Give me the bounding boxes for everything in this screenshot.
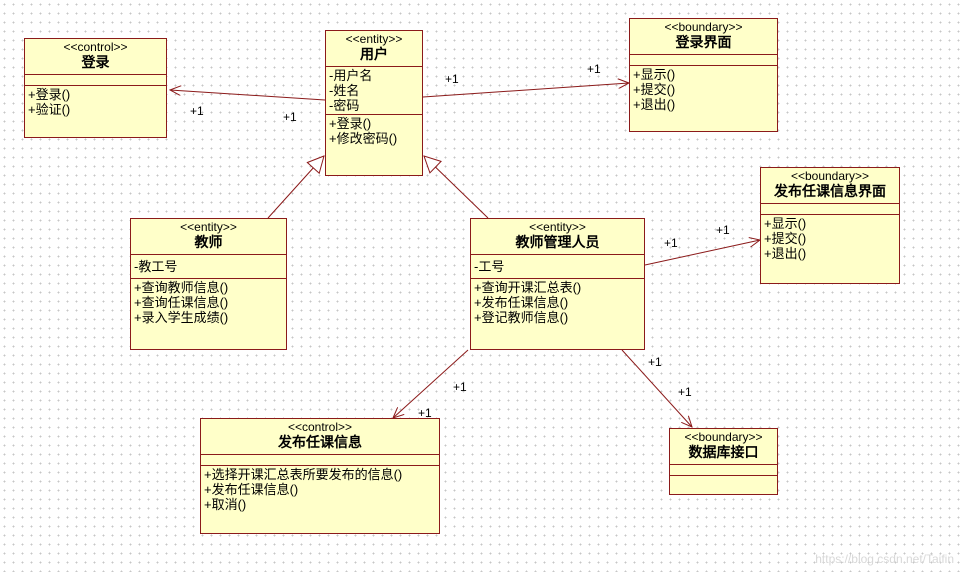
attribute: -用户名 xyxy=(329,68,373,83)
operation: +显示() xyxy=(633,67,676,82)
operation: +验证() xyxy=(28,102,71,117)
class-publish-ui[interactable]: <<boundary>> 发布任课信息界面 +显示() +提交() +退出() xyxy=(760,167,900,284)
stereotype: <<boundary>> xyxy=(790,169,870,183)
stereotype: <<entity>> xyxy=(345,32,403,46)
attribute-section xyxy=(761,203,899,214)
stereotype: <<boundary>> xyxy=(684,430,763,444)
class-name: 发布任课信息 xyxy=(278,434,362,450)
attribute-section xyxy=(25,74,166,85)
multiplicity-label: +1 xyxy=(445,72,459,86)
class-header: <<entity>> 教师管理人员 xyxy=(471,219,644,254)
attribute-section xyxy=(201,454,439,465)
attribute: -密码 xyxy=(329,98,360,113)
stereotype: <<control>> xyxy=(287,420,353,434)
generalization-manager-user xyxy=(424,156,489,219)
operation: +登录() xyxy=(329,116,372,131)
class-name: 数据库接口 xyxy=(688,444,759,460)
class-user[interactable]: <<entity>> 用户 -用户名 -姓名 -密码 +登录() +修改密码() xyxy=(325,30,423,176)
operation: +选择开课汇总表所要发布的信息() xyxy=(204,467,403,482)
assoc-manager-publishui xyxy=(644,240,760,266)
operation-section xyxy=(670,475,777,486)
attribute: -工号 xyxy=(474,259,505,274)
operation-section: +显示() +提交() +退出() xyxy=(630,65,777,113)
stereotype: <<entity>> xyxy=(180,220,237,234)
attribute: -教工号 xyxy=(134,259,178,274)
operation: +查询教师信息() xyxy=(134,280,229,295)
operation: +提交() xyxy=(633,82,676,97)
operation: +取消() xyxy=(204,497,247,512)
multiplicity-label: +1 xyxy=(587,62,601,76)
class-header: <<control>> 登录 xyxy=(25,39,166,74)
class-login[interactable]: <<control>> 登录 +登录() +验证() xyxy=(24,38,167,138)
operation: +发布任课信息() xyxy=(474,295,569,310)
class-teacher[interactable]: <<entity>> 教师 -教工号 +查询教师信息() +查询任课信息() +… xyxy=(130,218,287,350)
class-header: <<entity>> 用户 xyxy=(326,31,422,66)
multiplicity-label: +1 xyxy=(716,223,730,237)
class-header: <<boundary>> 数据库接口 xyxy=(670,429,777,464)
class-name: 教师管理人员 xyxy=(515,234,600,250)
attribute-section: -工号 xyxy=(471,254,644,278)
operation-section: +显示() +提交() +退出() xyxy=(761,214,899,262)
multiplicity-label: +1 xyxy=(283,110,297,124)
operation: +退出() xyxy=(633,97,676,112)
operation-section: +登录() +修改密码() xyxy=(326,114,422,147)
class-publish-info[interactable]: <<control>> 发布任课信息 +选择开课汇总表所要发布的信息() +发布… xyxy=(200,418,440,534)
assoc-user-loginui xyxy=(422,83,629,98)
generalization-teacher-user xyxy=(267,156,324,219)
stereotype: <<control>> xyxy=(63,40,128,54)
operation: +发布任课信息() xyxy=(204,482,299,497)
attribute-section xyxy=(670,464,777,475)
attribute: -姓名 xyxy=(329,83,360,98)
multiplicity-label: +1 xyxy=(418,406,432,420)
class-header: <<entity>> 教师 xyxy=(131,219,286,254)
operation: +录入学生成绩() xyxy=(134,310,229,325)
watermark: https://blog.csdn.net/Taifin xyxy=(815,552,954,566)
multiplicity-label: +1 xyxy=(453,380,467,394)
operation-section: +查询教师信息() +查询任课信息() +录入学生成绩() xyxy=(131,278,286,326)
class-name: 登录界面 xyxy=(675,34,732,50)
assoc-manager-db xyxy=(621,349,692,427)
attribute-section: -教工号 xyxy=(131,254,286,278)
attribute-section xyxy=(630,54,777,65)
operation: +提交() xyxy=(764,231,807,246)
operation: +修改密码() xyxy=(329,131,398,146)
multiplicity-label: +1 xyxy=(190,104,204,118)
multiplicity-label: +1 xyxy=(648,355,662,369)
class-header: <<boundary>> 登录界面 xyxy=(630,19,777,54)
stereotype: <<boundary>> xyxy=(664,20,743,34)
class-name: 登录 xyxy=(81,54,110,70)
stereotype: <<entity>> xyxy=(529,220,586,234)
operation: +显示() xyxy=(764,216,807,231)
operation: +查询任课信息() xyxy=(134,295,229,310)
class-db-interface[interactable]: <<boundary>> 数据库接口 xyxy=(669,428,778,495)
operation-section: +查询开课汇总表() +发布任课信息() +登记教师信息() xyxy=(471,278,644,326)
class-login-ui[interactable]: <<boundary>> 登录界面 +显示() +提交() +退出() xyxy=(629,18,778,132)
class-name: 用户 xyxy=(360,46,388,62)
operation-section: +选择开课汇总表所要发布的信息() +发布任课信息() +取消() xyxy=(201,465,439,513)
attribute-section: -用户名 -姓名 -密码 xyxy=(326,66,422,114)
operation: +登记教师信息() xyxy=(474,310,569,325)
class-header: <<control>> 发布任课信息 xyxy=(201,419,439,454)
class-teacher-manager[interactable]: <<entity>> 教师管理人员 -工号 +查询开课汇总表() +发布任课信息… xyxy=(470,218,645,350)
class-name: 教师 xyxy=(194,234,223,250)
assoc-manager-publish xyxy=(393,349,469,418)
class-name: 发布任课信息界面 xyxy=(774,183,886,199)
multiplicity-label: +1 xyxy=(678,385,692,399)
operation: +登录() xyxy=(28,87,71,102)
class-header: <<boundary>> 发布任课信息界面 xyxy=(761,168,899,203)
assoc-user-login xyxy=(170,90,326,101)
multiplicity-label: +1 xyxy=(664,236,678,250)
operation: +退出() xyxy=(764,246,807,261)
operation: +查询开课汇总表() xyxy=(474,280,582,295)
operation-section: +登录() +验证() xyxy=(25,85,166,118)
